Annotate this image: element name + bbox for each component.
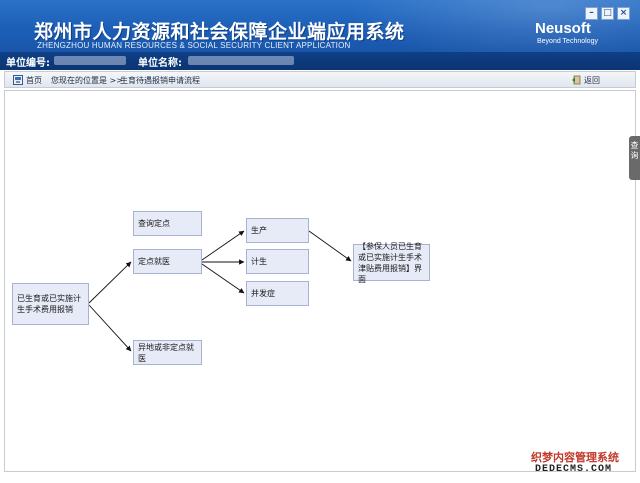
close-button[interactable]: × (617, 7, 630, 20)
back-link[interactable]: 返回 (584, 76, 600, 85)
unit-info-bar: 单位编号: 单位名称: (0, 52, 640, 70)
result-interface-label: 【参保人员已生育或已实施计生手术津贴费用报销】界面 (358, 241, 422, 284)
query-side-tab[interactable]: 查询 (629, 136, 640, 180)
query-designated-box[interactable]: 查询定点 (133, 211, 202, 236)
designated-treatment-label: 定点就医 (138, 257, 170, 266)
unit-name-value (188, 56, 294, 65)
flow-start-label: 已生育或已实施计生手术费用报销 (17, 294, 81, 314)
query-designated-label: 查询定点 (138, 219, 170, 228)
family-planning-box[interactable]: 计生 (246, 249, 309, 274)
nonlocal-treatment-box[interactable]: 异地或非定点就医 (133, 340, 202, 365)
designated-treatment-box[interactable]: 定点就医 (133, 249, 202, 274)
breadcrumb-prefix: 您现在的位置是 >> (51, 76, 123, 85)
breadcrumb-bar: 首页 您现在的位置是 >> 生育待遇报销申请流程 返回 (4, 71, 636, 88)
brand-logo: Neusoft (535, 20, 591, 37)
birth-label: 生产 (251, 226, 267, 235)
home-icon[interactable] (13, 75, 23, 85)
watermark-text: 织梦内容管理系统 (531, 451, 619, 464)
breadcrumb-current: 生育待遇报销申请流程 (120, 76, 200, 85)
home-link[interactable]: 首页 (26, 76, 42, 85)
complication-label: 并发症 (251, 289, 275, 298)
app-title: 郑州市人力资源和社会保障企业端应用系统 (34, 21, 405, 43)
unit-name-label: 单位名称: (138, 58, 182, 69)
result-interface-box[interactable]: 【参保人员已生育或已实施计生手术津贴费用报销】界面 (353, 242, 430, 284)
family-planning-label: 计生 (251, 257, 267, 266)
flowchart-panel (4, 90, 636, 472)
birth-box[interactable]: 生产 (246, 218, 309, 243)
maximize-button[interactable]: □ (601, 7, 614, 20)
app-subtitle: ZHENGZHOU HUMAN RESOURCES & SOCIAL SECUR… (37, 41, 351, 50)
brand-slogan: Beyond Technology (537, 38, 598, 45)
complication-box[interactable]: 并发症 (246, 281, 309, 306)
unit-code-value (54, 56, 126, 65)
back-icon[interactable] (571, 75, 581, 85)
window-controls: – □ × (585, 7, 630, 20)
flow-start-box[interactable]: 已生育或已实施计生手术费用报销 (12, 283, 89, 325)
minimize-button[interactable]: – (585, 7, 598, 20)
unit-code-label: 单位编号: (6, 58, 50, 69)
nonlocal-treatment-label: 异地或非定点就医 (138, 342, 194, 363)
watermark-url: DEDECMS.COM (535, 464, 613, 475)
